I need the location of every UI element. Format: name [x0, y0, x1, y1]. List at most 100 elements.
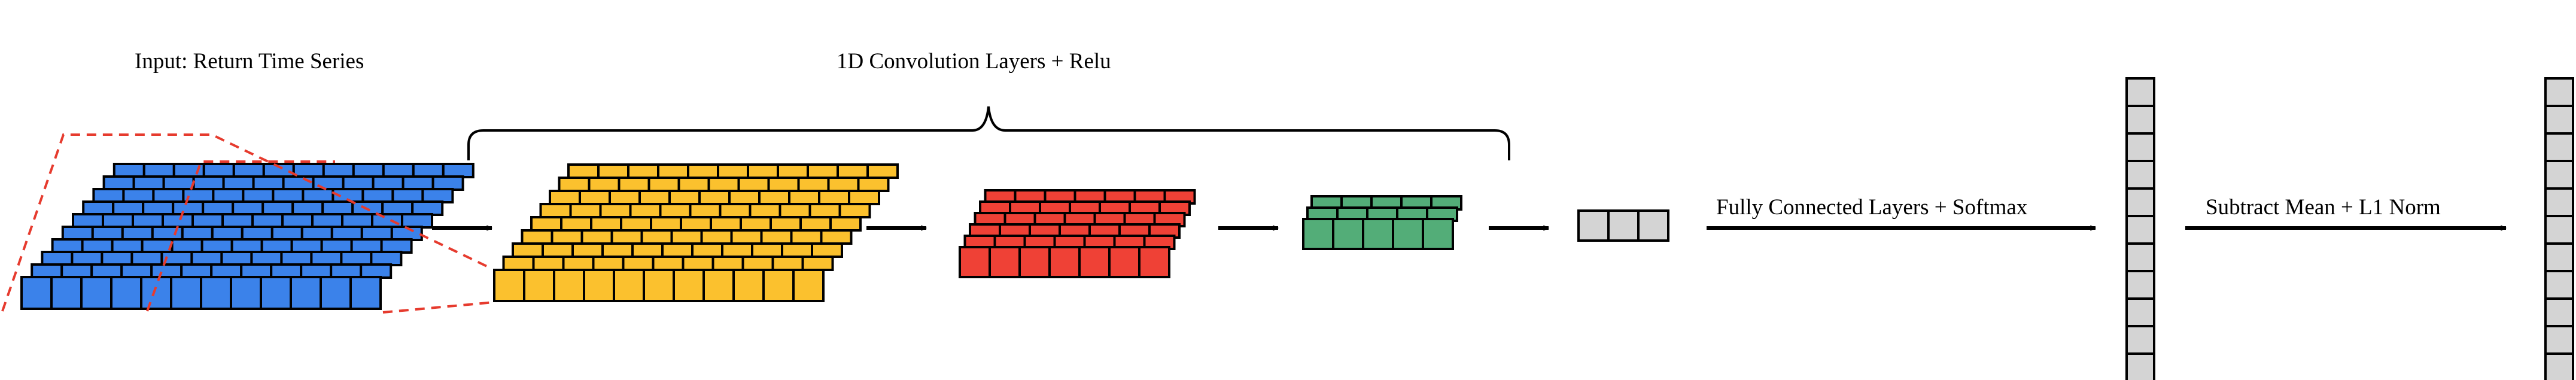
conv-stack-3-cell [1422, 218, 1454, 250]
conv-stack-1-cell [702, 269, 735, 302]
conv-stack-1-cell [542, 242, 574, 258]
input-stack-cell [370, 251, 403, 266]
conv-stack-1-cell [521, 229, 553, 245]
input-stack-cell [212, 188, 245, 203]
input-stack-cell [41, 251, 74, 266]
conv-stack-3 [1302, 195, 1462, 250]
input-stack-cell [340, 251, 373, 266]
receptive-field-window-inner [146, 160, 335, 312]
conv-stack-2-cell [959, 246, 991, 278]
conv-stack-1-cell [668, 190, 701, 205]
conv-stack-1-cell [502, 256, 535, 271]
input-stack-cell [232, 200, 264, 216]
conv-stack-1-cell [650, 216, 682, 232]
input-stack-cell [61, 226, 94, 241]
receptive-field-window [1, 133, 491, 312]
conv-stack-1-cell [588, 177, 621, 192]
input-stack-cell [242, 188, 275, 203]
normalized-output-vector-cell [2544, 105, 2574, 135]
softmax-output-vector-cell [2125, 160, 2155, 190]
input-stack-cell [290, 238, 323, 254]
input-stack-cell [112, 200, 145, 216]
normalized-output-vector-cell [2544, 270, 2574, 300]
input-stack-cell [60, 263, 93, 279]
conv-stack-1-cell [558, 177, 591, 192]
conv-stack-1-cell [807, 163, 839, 179]
normalized-output-vector-cell [2544, 215, 2574, 245]
input-stack-cell [120, 263, 153, 279]
softmax-output-vector-cell [2125, 352, 2155, 380]
conv-stack-1-cell [670, 229, 703, 245]
conv-stack-1-cell [781, 242, 813, 258]
conv-stack-1-cell [539, 203, 572, 218]
normalized-output-vector-cell [2544, 352, 2574, 380]
input-stack-cell [71, 251, 104, 266]
input-stack-cell [292, 163, 325, 178]
input-stack-cell [442, 163, 475, 178]
conv-stack-1-cell [751, 242, 783, 258]
flattened-vector-cell [1577, 209, 1610, 242]
input-stack-cell [92, 188, 125, 203]
input-stack-cell [320, 238, 353, 254]
normalized-output-vector-cell [2544, 77, 2574, 107]
input-stack-cell [90, 263, 123, 279]
conv-stack-1-cell [652, 256, 685, 271]
input-stack-cell [381, 200, 414, 216]
conv-stack-2-cell [1048, 246, 1081, 278]
input-stack-cell [142, 163, 175, 178]
conv-stack-1-cell [838, 203, 871, 218]
conv-stack-2-cell [1078, 246, 1111, 278]
softmax-output-vector-cell [2125, 132, 2155, 162]
input-stack-cell [260, 276, 292, 310]
conv-stack-1-cell [530, 216, 562, 232]
conv-stack-1-cell [569, 203, 602, 218]
input-stack-cell [251, 213, 284, 229]
conv-stack-1-cell [620, 216, 652, 232]
input-stack-cell [221, 213, 254, 229]
conv-stack-1-cell [801, 256, 834, 271]
conv-stack-2 [959, 189, 1196, 278]
input-stack-cell [290, 276, 322, 310]
fc-softmax-label: Fully Connected Layers + Softmax [1716, 195, 2028, 220]
flattened-vector-cell [1637, 209, 1669, 242]
input-stack-cell [130, 251, 163, 266]
input-stack-cell [111, 238, 144, 254]
input-stack-cell [20, 276, 53, 310]
conv-stack-1 [493, 163, 899, 302]
input-stack-cell [281, 213, 314, 229]
input-stack-cell [230, 238, 263, 254]
conv-stack-1-cell [778, 203, 811, 218]
input-stack-cell [191, 213, 224, 229]
input-stack [20, 163, 475, 310]
input-stack-cell [170, 276, 202, 310]
input-stack-cell [341, 213, 373, 229]
conv-stack-1-cell [599, 203, 632, 218]
conv-stack-1-cell [797, 177, 830, 192]
conv-stack-1-cell [762, 269, 795, 302]
conv-stack-1-cell [811, 242, 843, 258]
input-stack-cell [342, 175, 375, 191]
softmax-output-vector-cell [2125, 105, 2155, 135]
conv-stack-2-cell [1108, 246, 1141, 278]
input-stack-cell [280, 251, 313, 266]
input-stack-cell [102, 213, 134, 229]
conv-layers-label: 1D Convolution Layers + Relu [837, 49, 1111, 74]
normalized-output-vector-cell [2544, 187, 2574, 217]
conv-stack-1-cell [657, 163, 689, 179]
input-stack-cell [132, 175, 165, 191]
input-stack-cell [361, 188, 394, 203]
conv-stack-1-cell [700, 229, 733, 245]
input-stack-cell [240, 263, 273, 279]
flattened-vector-cell [1607, 209, 1640, 242]
conv-stack-1-cell [682, 256, 714, 271]
conv-stack-1-cell [629, 203, 662, 218]
conv-stack-1-cell [689, 203, 722, 218]
input-stack-cell [220, 251, 253, 266]
normalized-output-vector-cell [2544, 297, 2574, 327]
input-stack-cell [202, 163, 235, 178]
input-stack-cell [81, 238, 114, 254]
conv-stack-1-cell [638, 190, 671, 205]
conv-stack-1-cell [866, 163, 899, 179]
conv-stack-1-cell [532, 256, 565, 271]
conv-stack-1-cell [711, 256, 744, 271]
